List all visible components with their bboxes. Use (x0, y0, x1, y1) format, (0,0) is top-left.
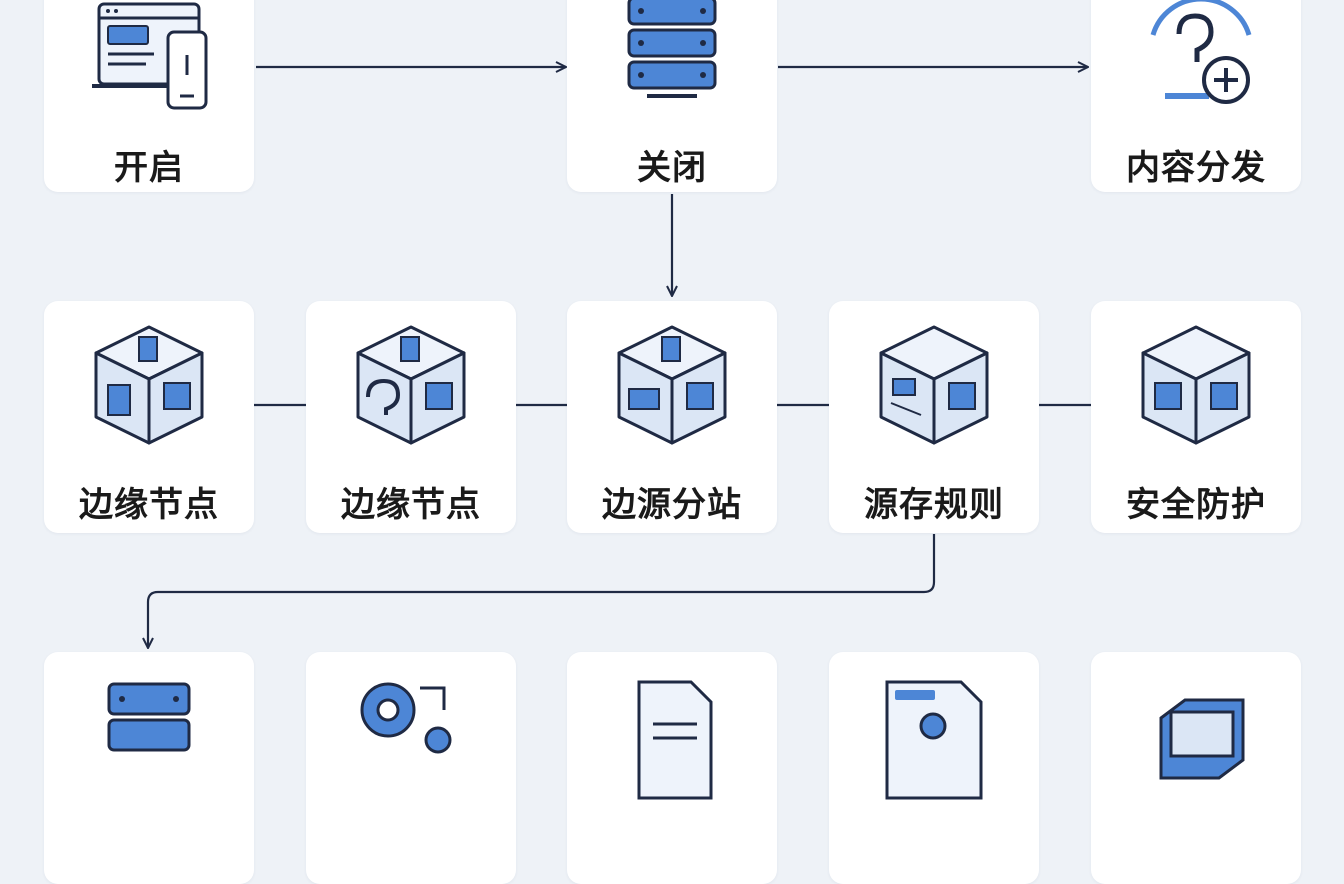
card-label: 开启 (114, 148, 184, 188)
card-settings[interactable] (306, 652, 516, 884)
gears-icon (360, 682, 452, 754)
cube-document-icon (94, 325, 204, 445)
card-monitor[interactable] (1091, 652, 1301, 884)
card-label: 边缘节点 (79, 485, 219, 525)
card-edge-node-1[interactable]: 边缘节点 (44, 301, 254, 533)
card-label: 边缘节点 (341, 485, 481, 525)
card-origin-substation[interactable]: 边源分站 (567, 301, 777, 533)
card-origin-storage-rules[interactable]: 源存规则 (829, 301, 1039, 533)
monitor-gear-icon (1159, 698, 1245, 780)
question-add-icon (1150, 0, 1252, 104)
cube-tray-icon (617, 325, 727, 445)
card-label: 安全防护 (1126, 485, 1266, 525)
cube-chip-icon (1141, 325, 1251, 445)
user-profile-icon (885, 680, 983, 800)
card-security[interactable]: 安全防护 (1091, 301, 1301, 533)
cube-doc-chip-icon (879, 325, 989, 445)
card-content-delivery[interactable]: 内容分发 (1091, 0, 1301, 192)
browser-tablet-icon (92, 2, 208, 110)
card-user[interactable] (829, 652, 1039, 884)
card-label: 源存规则 (864, 485, 1004, 525)
server-rack-icon (627, 0, 717, 98)
document-icon (637, 680, 713, 800)
arrow-wrap (148, 534, 936, 648)
card-label: 关闭 (637, 148, 707, 188)
cube-question-icon (356, 325, 466, 445)
card-close[interactable]: 关闭 (567, 0, 777, 192)
server-icon (107, 682, 191, 752)
card-server[interactable] (44, 652, 254, 884)
card-document[interactable] (567, 652, 777, 884)
card-label: 内容分发 (1126, 148, 1266, 188)
card-edge-node-2[interactable]: 边缘节点 (306, 301, 516, 533)
card-open[interactable]: 开启 (44, 0, 254, 192)
card-label: 边源分站 (602, 485, 742, 525)
